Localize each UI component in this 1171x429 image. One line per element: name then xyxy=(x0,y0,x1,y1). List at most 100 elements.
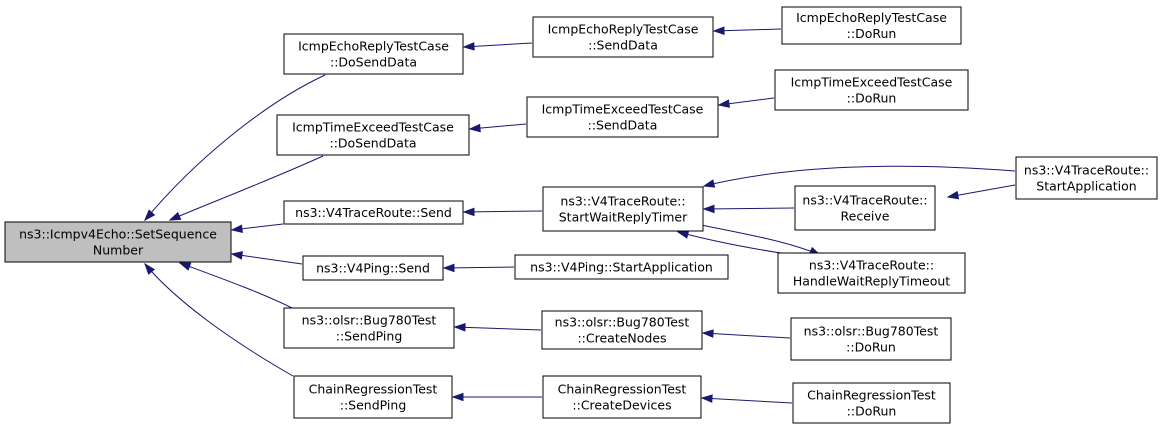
node-box xyxy=(541,310,703,350)
function-node[interactable]: ns3::V4TraceRoute::Send xyxy=(283,200,464,225)
node-label: ChainRegressionTest xyxy=(309,382,438,397)
node-box xyxy=(283,33,464,75)
node-box xyxy=(302,255,444,281)
function-node[interactable]: ChainRegressionTest::CreateDevices xyxy=(542,375,702,419)
node-label: IcmpEchoReplyTestCase xyxy=(796,10,947,25)
node-label: ::SendData xyxy=(588,38,658,53)
node-label: StartApplication xyxy=(1036,179,1136,194)
edge-line xyxy=(231,253,303,265)
node-label: StartWaitReplyTimer xyxy=(559,210,688,225)
node-label: ChainRegressionTest xyxy=(558,382,687,397)
node-box xyxy=(774,69,969,111)
function-node[interactable]: ns3::V4TraceRoute::Receive xyxy=(794,185,936,231)
function-node[interactable]: ns3::V4TraceRoute::HandleWaitReplyTimeou… xyxy=(777,252,966,294)
arrowhead xyxy=(144,262,156,275)
node-label: ::CreateDevices xyxy=(572,398,671,413)
node-label: IcmpTimeExceedTestCase xyxy=(542,102,704,117)
node-label: ChainRegressionTest xyxy=(807,388,936,403)
node-label: ns3::V4TraceRoute:: xyxy=(802,193,927,208)
function-node[interactable]: ns3::V4Ping::StartApplication xyxy=(514,254,729,280)
arrowhead xyxy=(712,26,725,35)
edge-line xyxy=(144,74,326,221)
edge-n16-n15 xyxy=(701,329,791,339)
edge-line xyxy=(702,332,791,339)
node-label: ::CreateNodes xyxy=(577,331,666,346)
function-node[interactable]: ns3::olsr::Bug780Test::DoRun xyxy=(790,317,952,361)
node-label: ::SendData xyxy=(588,118,658,133)
node-label: ::DoSendData xyxy=(330,55,417,70)
arrowhead xyxy=(700,394,713,403)
node-label: ::DoRun xyxy=(847,404,897,419)
arrowhead xyxy=(676,230,690,239)
arrowhead xyxy=(453,323,466,332)
node-label: IcmpTimeExceedTestCase xyxy=(791,75,953,90)
arrowhead xyxy=(702,204,715,214)
edge-line xyxy=(463,42,533,48)
node-label: Number xyxy=(93,243,144,258)
edge-n18-n17 xyxy=(451,392,542,402)
edge-line xyxy=(463,210,543,213)
function-node[interactable]: IcmpEchoReplyTestCase::DoRun xyxy=(781,6,962,45)
node-label: ::DoRun xyxy=(847,91,897,106)
edge-n6-n5 xyxy=(717,97,775,108)
edge-line xyxy=(713,28,782,32)
node-label: IcmpTimeExceedTestCase xyxy=(292,120,454,135)
node-label: ns3::V4TraceRoute::Send xyxy=(295,205,452,220)
edge-line xyxy=(703,165,1016,187)
node-box xyxy=(542,375,702,419)
edge-n19-n18 xyxy=(700,394,793,404)
function-node[interactable]: IcmpEchoReplyTestCase::DoSendData xyxy=(283,33,464,75)
node-box xyxy=(792,382,951,424)
arrowhead xyxy=(230,251,243,260)
node-box xyxy=(293,375,453,419)
edge-n9-n8 xyxy=(702,165,1016,188)
function-node[interactable]: ns3::V4TraceRoute::StartApplication xyxy=(1015,156,1158,200)
function-node[interactable]: ChainRegressionTest::SendPing xyxy=(293,375,453,419)
edge-line xyxy=(701,397,793,404)
node-label: IcmpEchoReplyTestCase xyxy=(298,39,449,54)
node-label: HandleWaitReplyTimeout xyxy=(793,274,950,289)
arrowhead xyxy=(462,207,475,217)
node-box xyxy=(283,307,455,349)
node-box xyxy=(781,6,962,45)
function-node[interactable]: ns3::olsr::Bug780Test::CreateNodes xyxy=(541,310,703,350)
node-label: ::SendPing xyxy=(336,329,403,344)
function-node[interactable]: IcmpTimeExceedTestCase::SendData xyxy=(526,96,719,138)
function-node[interactable]: IcmpEchoReplyTestCase::SendData xyxy=(532,16,714,58)
edge-line xyxy=(169,155,324,221)
edge-n10-n8 xyxy=(702,204,795,214)
node-label: ns3::V4Ping::Send xyxy=(316,261,430,276)
edge-n7-root xyxy=(230,223,284,234)
node-label: ::SendPing xyxy=(340,398,407,413)
function-node[interactable]: ns3::V4TraceRoute::StartWaitReplyTimer xyxy=(542,186,704,232)
edge-n5-n4 xyxy=(468,123,527,133)
edge-line xyxy=(443,266,515,269)
function-node[interactable]: IcmpTimeExceedTestCase::DoSendData xyxy=(276,114,470,156)
arrowhead xyxy=(178,262,192,271)
arrowhead xyxy=(946,190,960,200)
function-node[interactable]: IcmpTimeExceedTestCase::DoRun xyxy=(774,69,969,111)
node-box xyxy=(276,114,470,156)
arrowhead xyxy=(230,224,243,234)
edge-n2-n1 xyxy=(462,42,533,51)
arrowhead xyxy=(168,211,182,221)
edge-n9-n10 xyxy=(946,184,1016,200)
edge-line xyxy=(144,263,294,377)
node-box xyxy=(790,317,952,361)
function-node[interactable]: ChainRegressionTest::DoRun xyxy=(792,382,951,424)
edge-n13-n12 xyxy=(442,263,515,273)
node-label: ns3::olsr::Bug780Test xyxy=(804,324,939,339)
edge-line xyxy=(454,326,542,331)
function-node[interactable]: ns3::olsr::Bug780Test::SendPing xyxy=(283,307,455,349)
arrowhead xyxy=(468,123,481,133)
node-box xyxy=(1015,156,1158,200)
edge-n17-root xyxy=(144,262,294,377)
arrowhead xyxy=(144,209,156,222)
function-node[interactable]: ns3::V4Ping::Send xyxy=(302,255,444,281)
node-label: ns3::V4TraceRoute:: xyxy=(1024,163,1149,178)
edge-n8-n7 xyxy=(462,207,543,217)
node-box xyxy=(777,252,966,294)
